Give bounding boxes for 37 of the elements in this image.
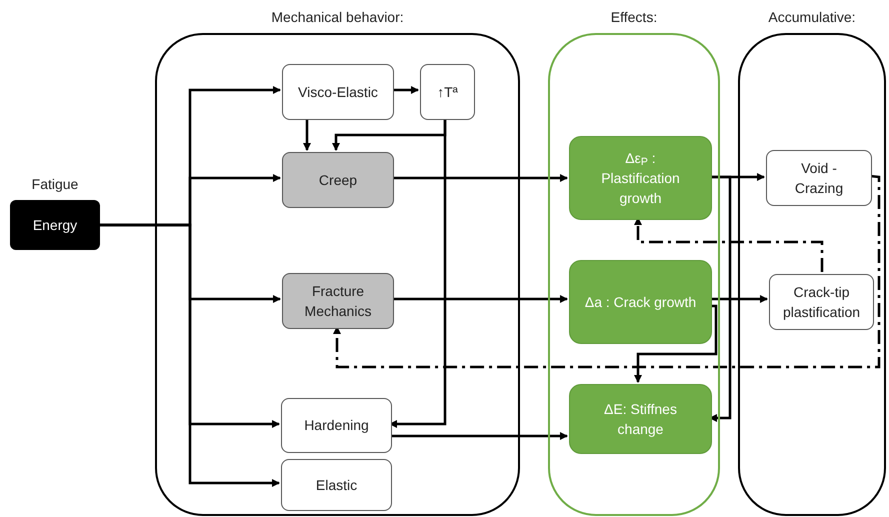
arrow: [303, 118, 311, 151]
node-label: Visco-Elastic: [298, 82, 378, 102]
process-box: [766, 150, 872, 206]
arrow: [634, 304, 718, 383]
arrow: [634, 217, 824, 272]
node-label: ΔE: Stiffnes change: [603, 400, 678, 439]
process-box: [282, 64, 394, 120]
process-box: [282, 152, 394, 208]
node-caption: Fatigue: [32, 175, 78, 194]
process-box: [282, 273, 394, 329]
arrow: [392, 174, 568, 182]
arrow: [710, 295, 768, 303]
node-label: Void - Crazing: [794, 158, 844, 198]
process-box: [281, 459, 392, 511]
node-label: Creep: [318, 170, 358, 190]
node-label: ↑Tª: [437, 82, 458, 102]
arrow: [333, 174, 880, 368]
process-box: [420, 64, 475, 120]
group-heading: Mechanical behavior:: [271, 8, 404, 27]
node-label: Elastic: [316, 476, 358, 495]
node-label: Hardening: [304, 416, 369, 436]
effect-box: [569, 260, 712, 344]
arrow: [390, 432, 568, 440]
arrow: [392, 295, 568, 303]
process-box: [281, 398, 392, 453]
process-box: [769, 274, 874, 330]
group-heading: Effects:: [610, 8, 658, 27]
group-heading: Accumulative:: [768, 8, 856, 27]
node-label: Fracture Mechanics: [304, 282, 372, 321]
arrow: [100, 224, 280, 487]
effect-box: [569, 136, 712, 220]
node-label: Energy: [32, 216, 78, 235]
arrow: [392, 86, 419, 94]
node-label: Δa : Crack growth: [584, 292, 696, 312]
node-label: Crack-tip plastification: [782, 282, 862, 322]
effect-box: [569, 384, 712, 454]
node-label: Δε$_{P}$ : Plastification growth: [600, 148, 681, 208]
